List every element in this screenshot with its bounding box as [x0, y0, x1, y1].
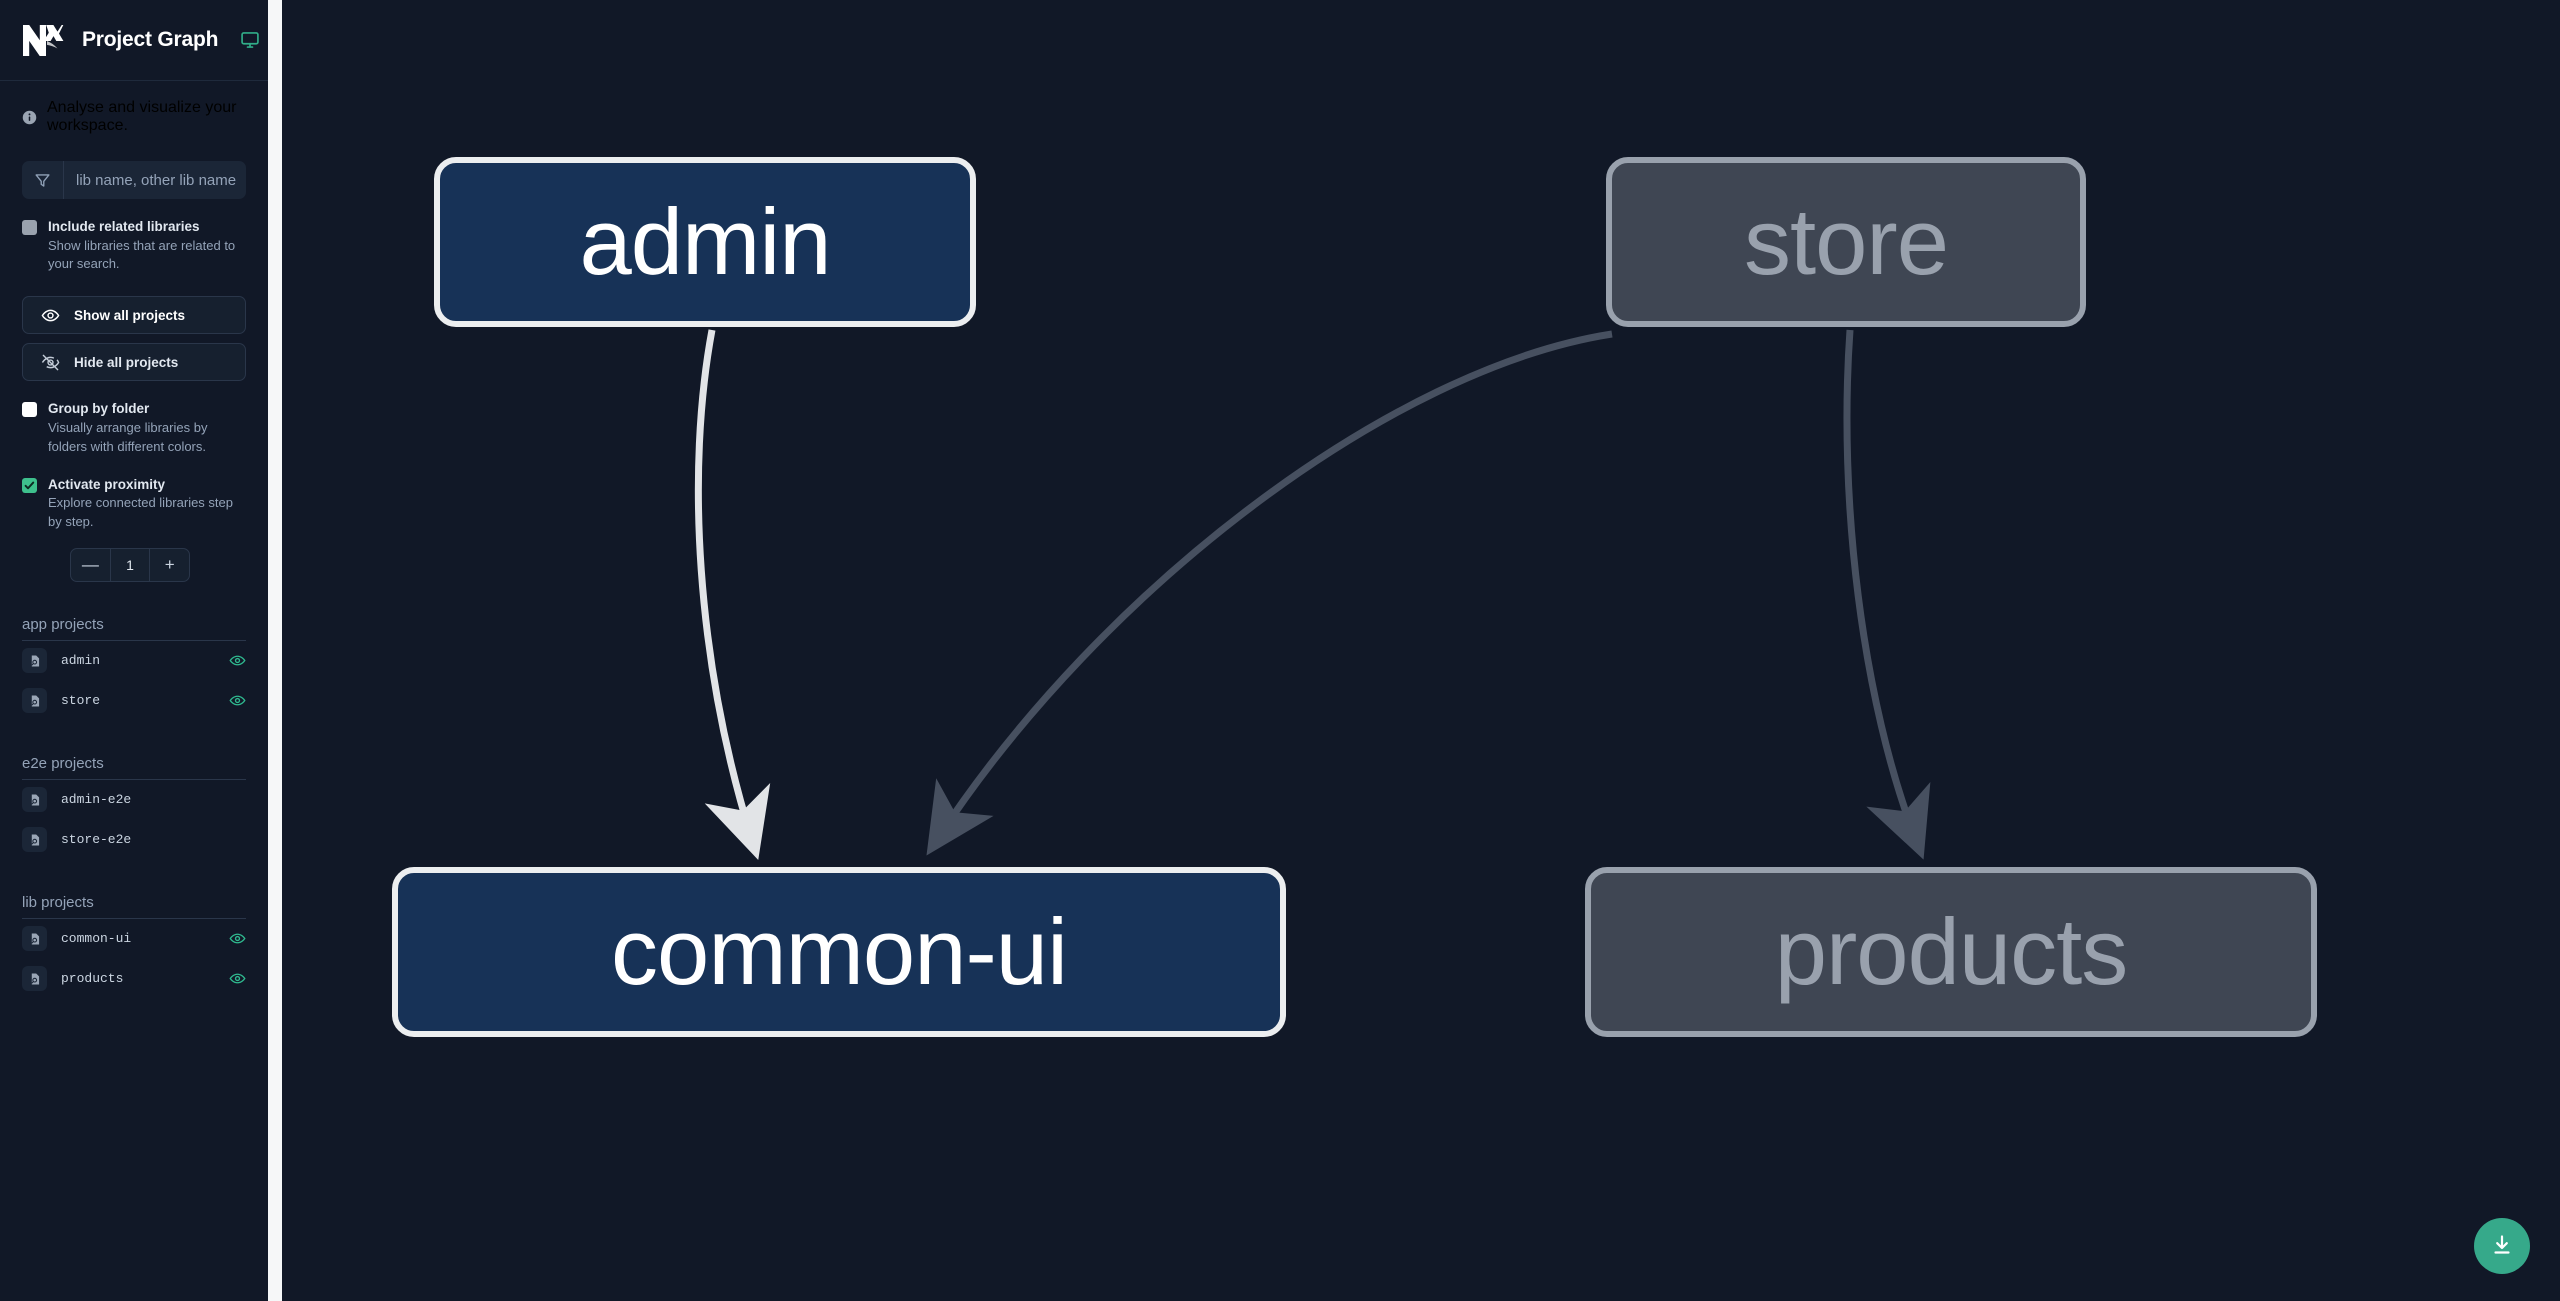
project-group-lib: lib projects common-ui products [0, 894, 268, 999]
monitor-icon[interactable] [240, 30, 260, 50]
project-list-item[interactable]: common-ui [22, 919, 246, 959]
include-related-description: Show libraries that are related to your … [48, 237, 236, 272]
graph-node-label: common-ui [611, 899, 1068, 1004]
tagline-text: Analyse and visualize your workspace. [47, 99, 237, 134]
visibility-buttons: Show all projects Hide all projects [0, 296, 268, 382]
sidebar-graph-divider [268, 0, 282, 1301]
info-icon [22, 110, 37, 125]
project-name: admin-e2e [61, 792, 132, 808]
graph-node-label: store [1744, 189, 1949, 294]
project-list-item[interactable]: admin [22, 641, 246, 681]
project-visibility-eye-icon[interactable] [229, 692, 246, 709]
project-file-icon [22, 787, 47, 813]
proximity-stepper[interactable]: — 1 + [70, 547, 190, 582]
group-by-folder-description: Visually arrange libraries by folders wi… [48, 419, 208, 454]
option-include-related-libraries[interactable]: Include related libraries Show libraries… [0, 217, 268, 274]
project-name: store-e2e [61, 832, 132, 848]
graph-node-label: products [1774, 899, 2129, 1004]
search-field-wrapper[interactable] [22, 161, 246, 199]
project-file-icon [22, 926, 47, 952]
eye-off-icon [41, 353, 60, 372]
tagline: Analyse and visualize your workspace. [0, 81, 268, 141]
proximity-value: 1 [111, 548, 151, 581]
project-file-icon [22, 827, 47, 853]
activate-proximity-description: Explore connected libraries step by step… [48, 495, 233, 529]
sidebar-header: Project Graph [0, 0, 268, 81]
graph-node-products[interactable]: products [1585, 867, 2317, 1037]
activate-proximity-checkbox[interactable] [22, 477, 37, 493]
eye-icon [41, 306, 60, 325]
project-name: store [61, 693, 101, 709]
download-icon [2490, 1233, 2514, 1260]
graph-node-store[interactable]: store [1606, 157, 2086, 327]
graph-node-common-ui[interactable]: common-ui [392, 867, 1286, 1037]
funnel-filter-icon [22, 161, 64, 199]
project-group-e2e: e2e projects admin-e2e store-e2e [0, 755, 268, 860]
edge-store-to-common-ui [926, 330, 1613, 856]
proximity-increment-button[interactable]: + [164, 554, 175, 574]
project-visibility-eye-icon [229, 791, 246, 808]
proximity-decrement-button[interactable]: — [71, 548, 111, 581]
nx-logo-icon [22, 22, 64, 58]
project-file-icon [22, 688, 47, 714]
graph-node-label: admin [579, 189, 831, 294]
project-visibility-eye-icon[interactable] [229, 970, 246, 987]
project-list-item[interactable]: products [22, 959, 246, 999]
project-list-item[interactable]: store [22, 681, 246, 721]
activate-proximity-label: Activate proximity [48, 476, 166, 492]
project-name: admin [61, 653, 101, 669]
include-related-checkbox[interactable] [22, 220, 37, 235]
project-groups: app projects admin store e2e projects admin-… [0, 616, 268, 999]
edge-admin-to-common-ui [694, 329, 771, 861]
project-group-app: app projects admin store [0, 616, 268, 721]
show-all-projects-label: Show all projects [74, 307, 186, 323]
project-visibility-eye-icon[interactable] [229, 652, 246, 669]
project-group-title: e2e projects [22, 755, 246, 780]
page-title: Project Graph [82, 28, 219, 51]
project-group-title: lib projects [22, 894, 246, 919]
project-file-icon [22, 966, 47, 992]
option-group-by-folder[interactable]: Group by folder Visually arrange librari… [0, 399, 268, 456]
project-list-item[interactable]: admin-e2e [22, 780, 246, 820]
hide-all-projects-label: Hide all projects [74, 354, 179, 370]
edge-store-to-products [1843, 329, 1931, 860]
project-name: products [61, 971, 124, 987]
show-all-projects-button[interactable]: Show all projects [22, 296, 246, 335]
project-list-item[interactable]: store-e2e [22, 820, 246, 860]
project-name: common-ui [61, 931, 132, 947]
search-input[interactable] [64, 161, 246, 199]
project-visibility-eye-icon[interactable] [229, 930, 246, 947]
project-file-icon [22, 648, 47, 674]
hide-all-projects-button[interactable]: Hide all projects [22, 343, 246, 382]
graph-node-admin[interactable]: admin [434, 157, 976, 327]
option-activate-proximity[interactable]: Activate proximity Explore connected lib… [0, 475, 268, 532]
group-by-folder-label: Group by folder [48, 401, 150, 417]
graph-canvas[interactable]: admin store common-ui products [282, 0, 2560, 1301]
download-graph-button[interactable] [2474, 1218, 2530, 1274]
group-by-folder-checkbox[interactable] [22, 402, 37, 418]
graph-edges [694, 329, 1931, 861]
project-visibility-eye-icon [229, 831, 246, 848]
sidebar: Project Graph Analyse and visualize your… [0, 0, 268, 1301]
project-group-title: app projects [22, 616, 246, 641]
include-related-label: Include related libraries [48, 219, 200, 234]
